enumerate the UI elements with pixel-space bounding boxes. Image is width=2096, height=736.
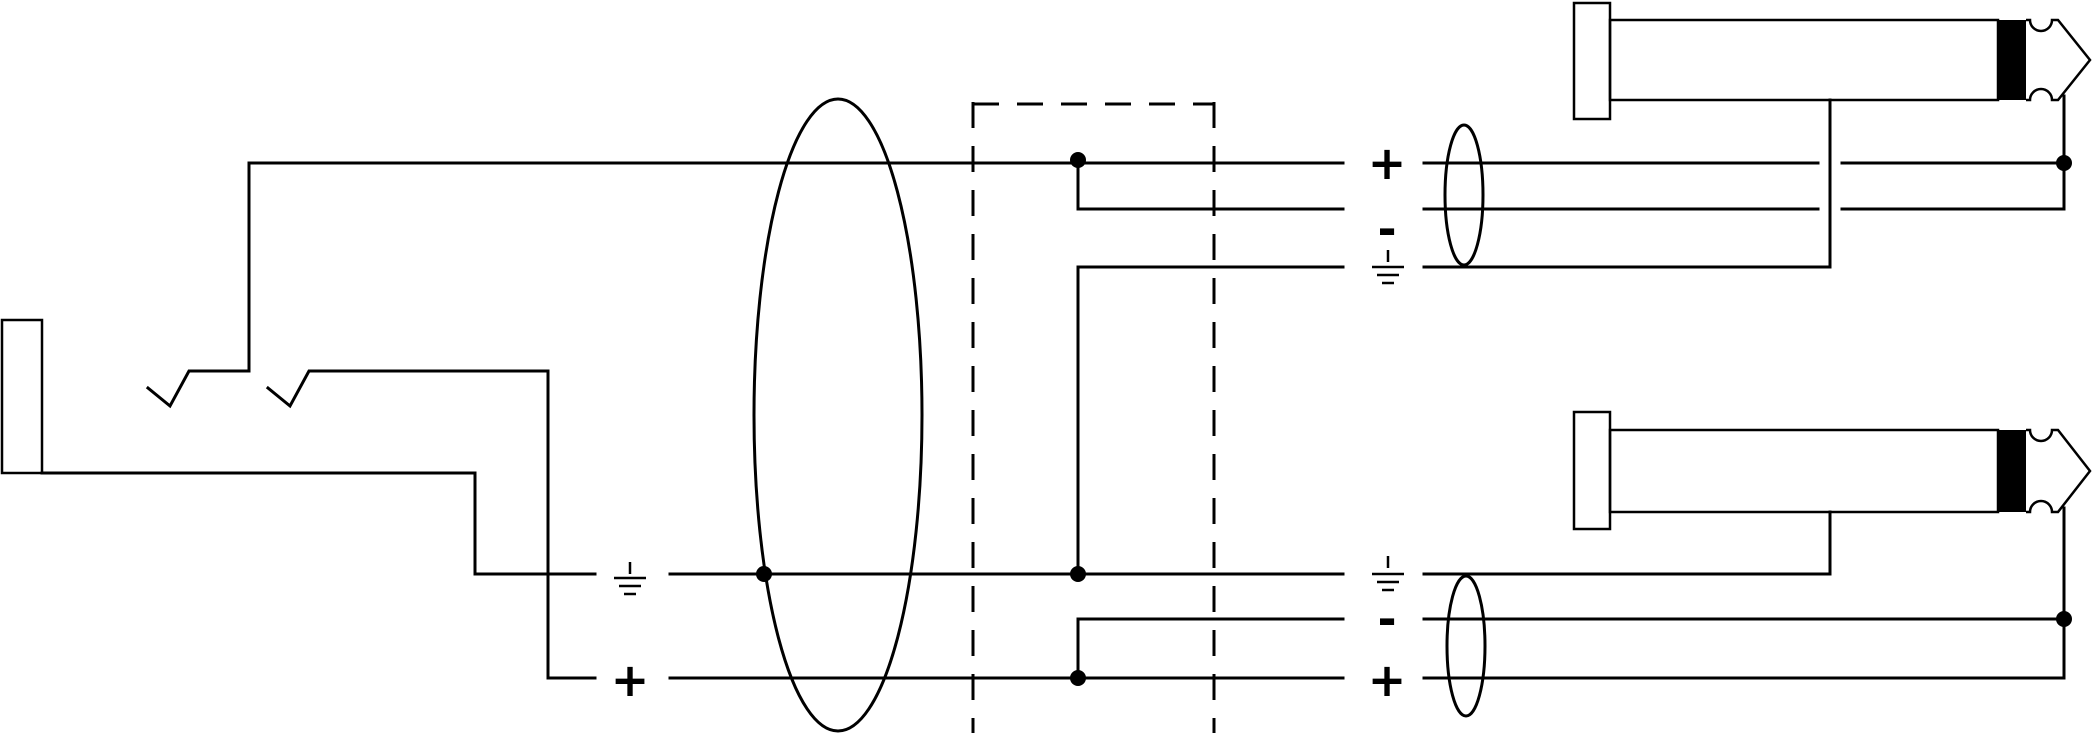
minus-label-upper: - [1377, 202, 1396, 256]
junction-dot [756, 566, 772, 582]
lower-cable-shield [1445, 574, 1487, 718]
jack-socket-icon [0, 318, 44, 475]
sleeve-wire [40, 471, 597, 576]
ground-icon [1372, 556, 1404, 592]
minus-label-lower: - [1377, 592, 1396, 646]
junction-dot [1070, 670, 1086, 686]
junction-dot [2056, 611, 2072, 627]
lower-ground-to-sleeve [1422, 510, 1832, 576]
upper-cable-shield [1443, 123, 1485, 267]
ring-contact [265, 369, 597, 680]
upper-ground-wire [1076, 265, 1345, 576]
upper-ground-to-sleeve [1422, 98, 1832, 269]
junction-dot [1070, 152, 1086, 168]
trs-plug-icon [1572, 410, 2092, 531]
splitter-box [971, 102, 1216, 733]
trs-plug-icon [1572, 1, 2092, 121]
tip-contact [145, 161, 1345, 409]
plus-label-left: + [611, 653, 650, 707]
junction-dot [2056, 155, 2072, 171]
plus-label-lower: + [1368, 653, 1407, 707]
plus-label-upper: + [1368, 136, 1407, 190]
ground-icon [614, 562, 646, 596]
junction-dot [1070, 566, 1086, 582]
cable-shield-ellipse [752, 97, 924, 733]
input-jack [0, 161, 1345, 680]
lower-minus-wire [1076, 617, 1345, 680]
upper-minus-wire [1076, 158, 1345, 211]
ground-icon [1372, 250, 1404, 285]
